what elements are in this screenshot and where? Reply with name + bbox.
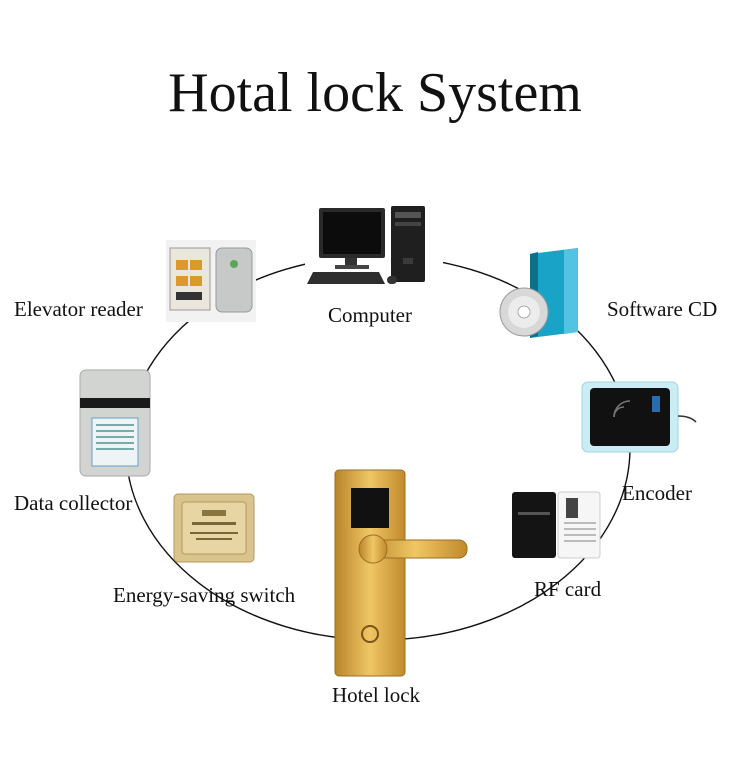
elevator-reader-image — [166, 240, 256, 322]
computer-label: Computer — [328, 303, 412, 327]
encoder-image — [578, 378, 698, 456]
hotel-lock-label: Hotel lock — [332, 683, 421, 707]
data-collector-image — [78, 368, 152, 478]
hotel-lock-image — [325, 466, 475, 680]
software-cd-label: Software CD — [607, 297, 718, 321]
software-cd-image — [498, 246, 594, 342]
diagram-title: Hotal lock System — [168, 62, 582, 124]
energy-saving-switch-label: Energy-saving switch — [113, 583, 296, 607]
data-collector-label: Data collector — [14, 491, 133, 515]
energy-saving-switch-image — [172, 492, 256, 564]
encoder-label: Encoder — [622, 481, 692, 505]
computer-image — [305, 198, 443, 294]
rf-card-image — [510, 490, 602, 560]
rf-card-label: RF card — [534, 577, 602, 601]
elevator-reader-label: Elevator reader — [14, 297, 143, 321]
